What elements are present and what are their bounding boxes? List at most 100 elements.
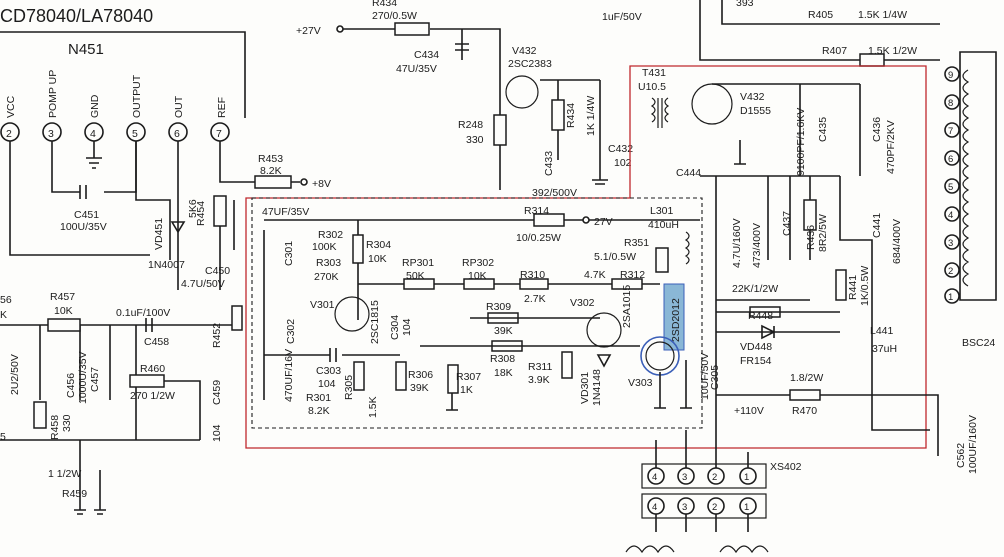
left-edge-5: 5 xyxy=(0,431,6,443)
r460-value: 270 1/2W xyxy=(130,390,175,402)
r459-ref: R459 xyxy=(62,488,87,500)
c301-ref: C301 xyxy=(283,241,295,266)
r312-ref: R312 xyxy=(620,269,645,281)
xs402-pin-number: 3 xyxy=(682,472,687,483)
r434-mid-ref: R434 xyxy=(565,103,577,128)
vd451-part: 1N4007 xyxy=(148,259,185,271)
vd301-symbol xyxy=(596,354,612,368)
r458-symbol xyxy=(33,401,47,429)
rp302-ref: RP302 xyxy=(462,257,494,269)
xs402-ref: XS402 xyxy=(770,461,802,473)
ic-pin-name: POMP UP xyxy=(47,70,59,118)
c436-value: 470PF/2KV xyxy=(885,120,897,174)
c562-value: 100UF/160V xyxy=(967,415,979,474)
r405-value: 1.5K 1/4W xyxy=(858,9,907,21)
wire xyxy=(9,141,150,256)
vd448-part: FR154 xyxy=(740,355,772,367)
c456-ref: C456 xyxy=(65,373,77,398)
r314-value: 10/0.25W xyxy=(516,232,561,244)
fbt-pin-number: 8 xyxy=(948,98,953,109)
r306-ref: R306 xyxy=(408,369,433,381)
vd301-part: 1N4148 xyxy=(591,369,603,406)
v110-label: +110V xyxy=(734,405,764,417)
wire xyxy=(219,200,235,290)
r312-value: 4.7K xyxy=(584,269,606,281)
r436-value: 8R2/5W xyxy=(817,214,829,252)
vd448-ref: VD448 xyxy=(740,341,772,353)
v301-symbol xyxy=(334,296,370,332)
v432a-symbol xyxy=(505,75,539,109)
xs402-pin-number: 3 xyxy=(682,502,687,513)
deflection-coil-symbol xyxy=(625,545,769,554)
r434-top-value: 270/0.5W xyxy=(372,10,417,22)
r304-value: 10K xyxy=(368,253,387,265)
wire xyxy=(164,380,201,440)
wire xyxy=(420,317,640,347)
r305-ref: R305 xyxy=(343,375,355,400)
fbt-pin xyxy=(944,262,960,278)
r314-symbol xyxy=(533,213,565,227)
v301-ref: V301 xyxy=(310,299,335,311)
c433-ref: C433 xyxy=(543,151,555,176)
v303-symbol xyxy=(645,341,675,371)
fbt-pin-number: 1 xyxy=(948,292,953,303)
r460-symbol xyxy=(129,374,165,388)
v303-ref: V303 xyxy=(628,377,653,389)
v302-part: 2SA1015 xyxy=(621,285,633,328)
xs402-pin-number: 1 xyxy=(744,502,749,513)
xs402-pin-number: 1 xyxy=(744,472,749,483)
ic-pin-name: OUT xyxy=(173,95,185,118)
c459-ref: C459 xyxy=(211,380,223,405)
r310-symbol xyxy=(519,278,549,290)
r302-value: 100K xyxy=(312,241,337,253)
r457-symbol xyxy=(47,318,81,332)
fbt-pin-number: 2 xyxy=(948,266,953,277)
ic-pin-name: OUTPUT xyxy=(131,74,143,118)
r470-value: 1.8/2W xyxy=(790,372,823,384)
xs402-pin-number: 2 xyxy=(712,502,717,513)
r306-symbol xyxy=(395,361,407,391)
vd301-ref: VD301 xyxy=(579,372,591,404)
r307-symbol xyxy=(447,364,459,394)
c458-symbol xyxy=(145,318,153,332)
r312-symbol xyxy=(611,278,643,290)
t431-ref: T431 xyxy=(642,67,666,79)
fbt-pin xyxy=(944,150,960,166)
r301-value: 8.2K xyxy=(308,405,330,417)
v301-part: 2SC1815 xyxy=(369,300,381,344)
v432b-symbol xyxy=(691,83,733,125)
r454-ref: R454 xyxy=(195,201,207,226)
r309-value: 39K xyxy=(494,325,513,337)
fbt-pin-number: 9 xyxy=(948,70,953,81)
r351-value: 5.1/0.5W xyxy=(594,251,636,263)
r310-ref: R310 xyxy=(520,269,545,281)
c305-ref: C305 xyxy=(709,365,721,390)
r305-value: 1.5K xyxy=(367,396,379,418)
ground-icon xyxy=(94,470,106,515)
r457-ref: R457 xyxy=(50,291,75,303)
c434-symbol xyxy=(455,43,469,51)
ic-pin-names: VCC POMP UP GND OUTPUT OUT REF xyxy=(5,70,228,118)
fbt-pin xyxy=(944,122,960,138)
ic-pin-number: 4 xyxy=(90,128,96,140)
r452-symbol xyxy=(231,305,243,331)
c437-value: 473/400V xyxy=(751,223,763,268)
ic-part-label: CD78040/LA78040 xyxy=(0,6,153,26)
r448-ref: R448 xyxy=(748,310,773,322)
r470-symbol xyxy=(789,389,821,401)
r304-ref: R304 xyxy=(366,239,391,251)
r458-value: 330 xyxy=(61,414,73,432)
fbt-pin-number: 6 xyxy=(948,154,953,165)
c302-value: 470UF/16V xyxy=(283,349,295,402)
ic-ref-label: N451 xyxy=(68,41,104,58)
r405-ref: R405 xyxy=(808,9,833,21)
r303-value: 270K xyxy=(314,271,339,283)
v303-circle-marker xyxy=(640,336,680,376)
l301-ref: L301 xyxy=(650,205,674,217)
r248-ref: R248 xyxy=(458,119,483,131)
r311-symbol xyxy=(561,351,573,379)
r434-mid-value: 1K 1/4W xyxy=(585,96,597,136)
c451-symbol xyxy=(79,185,87,199)
xs402-pin-number: 4 xyxy=(652,472,657,483)
wire xyxy=(712,83,861,176)
